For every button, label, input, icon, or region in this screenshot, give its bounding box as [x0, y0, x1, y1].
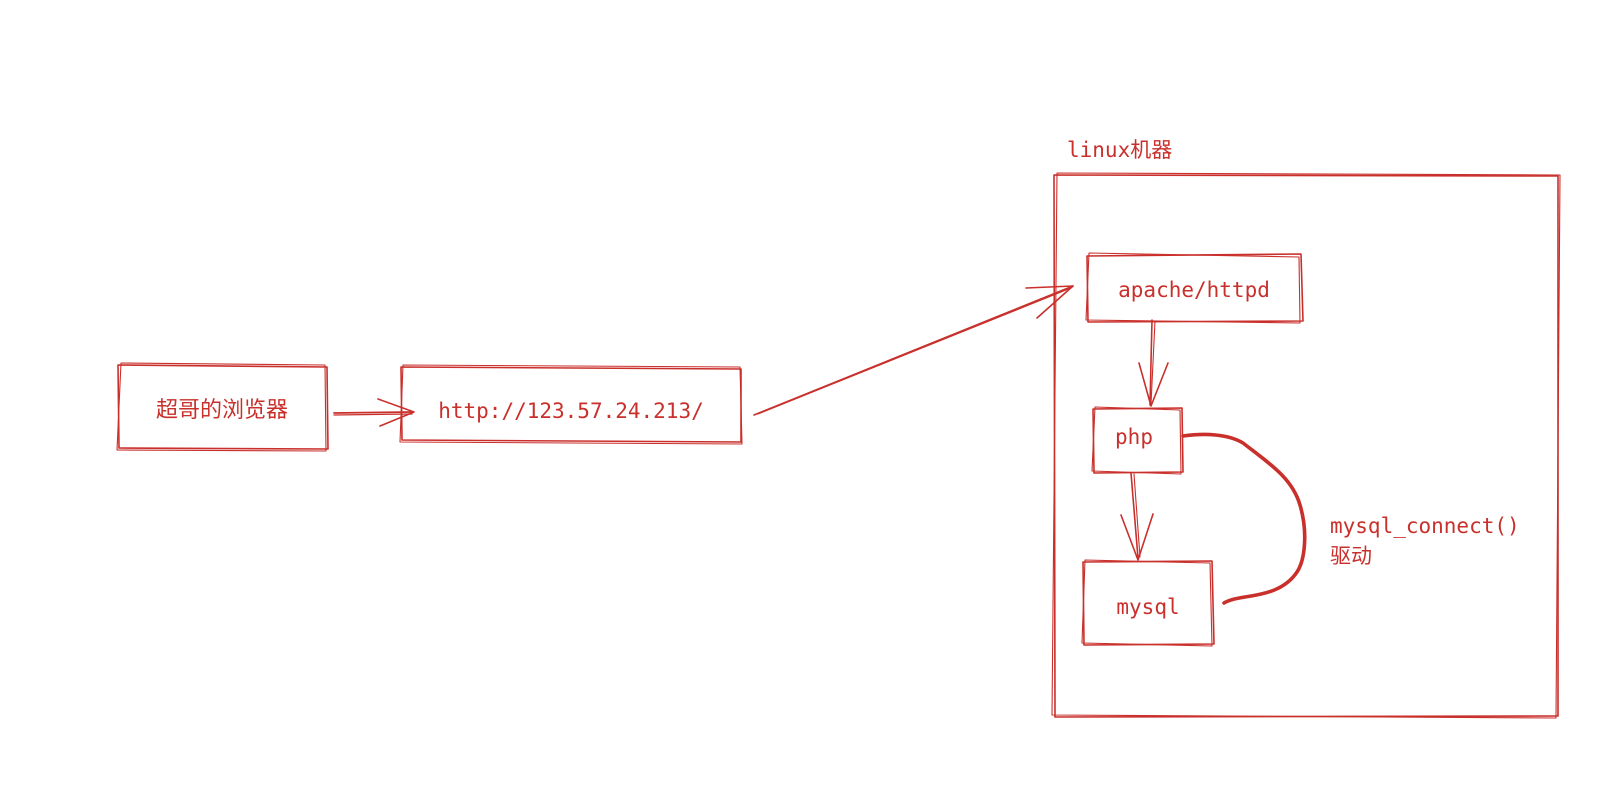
arrow-browser-to-url [333, 398, 415, 427]
arrow-url-to-apache [753, 285, 1074, 416]
arrow-apache-to-php [1138, 319, 1169, 407]
browser-node: 超哥的浏览器 [116, 362, 329, 452]
mysql-label: mysql [1116, 595, 1179, 619]
arrow-php-to-mysql [1120, 472, 1154, 561]
mysql-connect-label: mysql_connect() [1330, 514, 1520, 538]
php-label: php [1115, 425, 1153, 449]
url-node: http://123.57.24.213/ [399, 364, 743, 445]
container-label: linux机器 [1067, 138, 1172, 162]
mysql-node: mysql [1081, 559, 1215, 647]
apache-node: apache/httpd [1085, 252, 1304, 324]
driver-label: 驱动 [1330, 544, 1372, 568]
browser-label: 超哥的浏览器 [156, 398, 288, 423]
apache-label: apache/httpd [1118, 278, 1270, 302]
linux-machine-container: linux机器 [1051, 138, 1561, 719]
php-node: php [1091, 406, 1184, 475]
url-label: http://123.57.24.213/ [438, 399, 704, 423]
driver-connector-curve [1181, 432, 1307, 605]
